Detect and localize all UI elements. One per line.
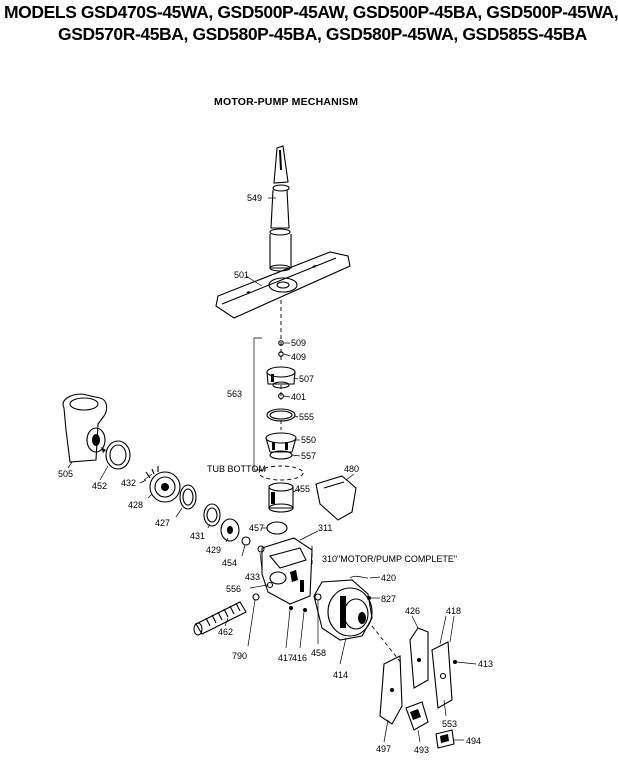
note-motor-pump-complete: 310"MOTOR/PUMP COMPLETE" [322, 554, 457, 564]
bracket-563 [253, 337, 262, 471]
label-427: 427 [155, 518, 170, 528]
ring-427 [179, 484, 197, 510]
label-549: 549 [247, 193, 262, 203]
label-501: 501 [234, 270, 249, 280]
label-426: 426 [405, 606, 420, 616]
ring-431-inner [206, 507, 218, 523]
pump-body-311 [261, 537, 313, 605]
axis-to-bracket [371, 625, 403, 665]
label-462: 462 [218, 627, 233, 637]
nut-454 [241, 536, 251, 546]
label-790: 790 [232, 651, 247, 661]
label-557: 557 [301, 451, 316, 461]
ring-427-inner [182, 488, 194, 506]
ring-429 [220, 518, 240, 542]
ring-555 [266, 408, 296, 422]
models-header-line1: MODELS GSD470S-45WA, GSD500P-45AW, GSD50… [4, 2, 618, 22]
label-452: 452 [92, 481, 107, 491]
label-455: 455 [295, 484, 310, 494]
label-401: 401 [291, 392, 306, 402]
label-432: 432 [121, 478, 136, 488]
bracket-497 [379, 655, 403, 725]
label-428: 428 [128, 500, 143, 510]
label-493: 493 [414, 745, 429, 755]
tub-bottom-outline [258, 465, 304, 481]
label-416: 416 [292, 653, 307, 663]
label-507: 507 [299, 374, 314, 384]
wire-420 [349, 575, 369, 579]
label-509: 509 [291, 338, 306, 348]
label-414: 414 [333, 670, 348, 680]
screw-556 [266, 581, 274, 589]
note-tub-bottom: TUB BOTTOM [207, 464, 266, 474]
label-555: 555 [299, 412, 314, 422]
grommet-790 [252, 593, 260, 601]
label-827: 827 [381, 594, 396, 604]
label-429: 429 [206, 545, 221, 555]
diagram-title: MOTOR-PUMP MECHANISM [214, 96, 359, 108]
shield-480 [315, 475, 357, 521]
label-458: 458 [311, 648, 326, 658]
bracket-426 [409, 627, 429, 689]
clamp-452 [101, 440, 131, 470]
spray-arm-501 [215, 251, 351, 319]
label-480: 480 [344, 464, 359, 474]
label-550: 550 [301, 435, 316, 445]
filter-550 [265, 432, 297, 460]
screw-432 [143, 473, 153, 481]
ring-431 [203, 503, 221, 527]
label-494: 494 [466, 736, 481, 746]
clip-493 [405, 701, 429, 731]
bracket-418 [431, 615, 457, 709]
leader-lines [67, 197, 477, 743]
impeller-428 [145, 466, 181, 503]
label-457: 457 [249, 523, 264, 533]
ball-401 [278, 393, 284, 399]
motor-assembly [313, 579, 373, 641]
ring-429-hub [227, 526, 233, 534]
label-505: 505 [58, 469, 73, 479]
label-417: 417 [278, 653, 293, 663]
seal-457 [266, 521, 288, 535]
hose-462 [193, 601, 247, 636]
housing-455 [268, 482, 294, 513]
screw-827 [367, 596, 371, 600]
label-409: 409 [291, 352, 306, 362]
ring-555-inner [269, 410, 293, 420]
label-413: 413 [478, 659, 493, 669]
washer-409 [278, 351, 284, 357]
screw-417 [289, 606, 293, 610]
screw-416 [303, 608, 307, 612]
inlet-505 [62, 393, 108, 463]
label-553: 553 [442, 719, 457, 729]
label-563: 563 [227, 389, 242, 399]
hub-507 [266, 366, 296, 389]
label-311: 311 [318, 523, 332, 533]
label-420: 420 [381, 573, 396, 583]
label-497: 497 [376, 744, 391, 754]
clip-494 [435, 729, 455, 749]
label-418: 418 [446, 606, 461, 616]
washer-433 [257, 545, 265, 553]
label-431: 431 [190, 531, 205, 541]
spray-tube-549 [269, 145, 292, 272]
label-433: 433 [245, 572, 260, 582]
label-454: 454 [222, 558, 237, 568]
washer-458 [314, 593, 322, 601]
washer-509 [278, 340, 284, 346]
label-556: 556 [226, 584, 241, 594]
models-header-line2: GSD570R-45BA, GSD580P-45BA, GSD580P-45WA… [58, 24, 587, 44]
